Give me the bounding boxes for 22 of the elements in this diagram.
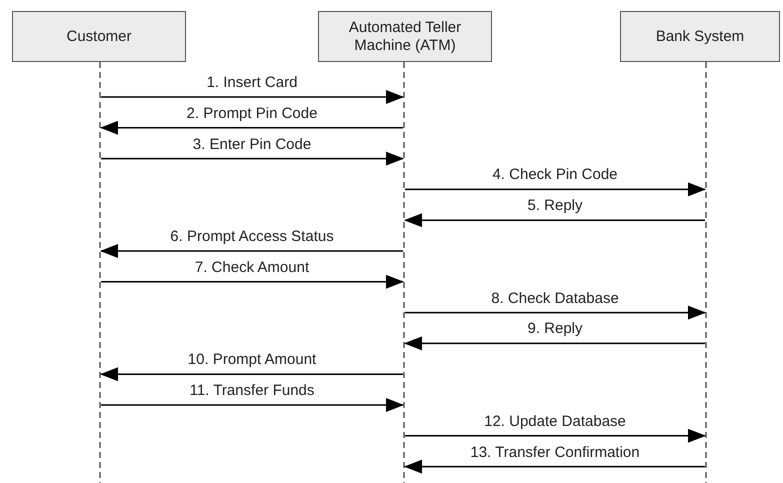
message-arrow — [405, 182, 706, 196]
message-arrow — [101, 398, 404, 412]
participant-box: Automated Teller Machine (ATM) — [318, 11, 492, 62]
message-arrow — [101, 90, 404, 104]
message-arrow — [404, 336, 705, 350]
edge-label: 6. Prompt Access Status — [168, 228, 336, 245]
message-arrow — [101, 152, 404, 166]
message-arrow — [405, 306, 706, 320]
participant-box: Bank System — [620, 11, 780, 62]
message-arrow — [100, 244, 403, 258]
message-arrow — [100, 120, 403, 135]
edge-label: 9. Reply — [525, 320, 585, 338]
participant-box: Customer — [12, 11, 186, 62]
message-arrow — [404, 213, 705, 228]
edge-label: 10. Prompt Amount — [186, 351, 318, 368]
edge-label: 12. Update Database — [482, 412, 628, 430]
message-arrow — [101, 274, 404, 289]
edge-label: 2. Prompt Pin Code — [184, 104, 320, 122]
edge-label: 5. Reply — [525, 197, 585, 214]
message-arrow — [405, 428, 706, 443]
message-arrow — [404, 460, 705, 474]
message-arrow — [100, 367, 403, 382]
